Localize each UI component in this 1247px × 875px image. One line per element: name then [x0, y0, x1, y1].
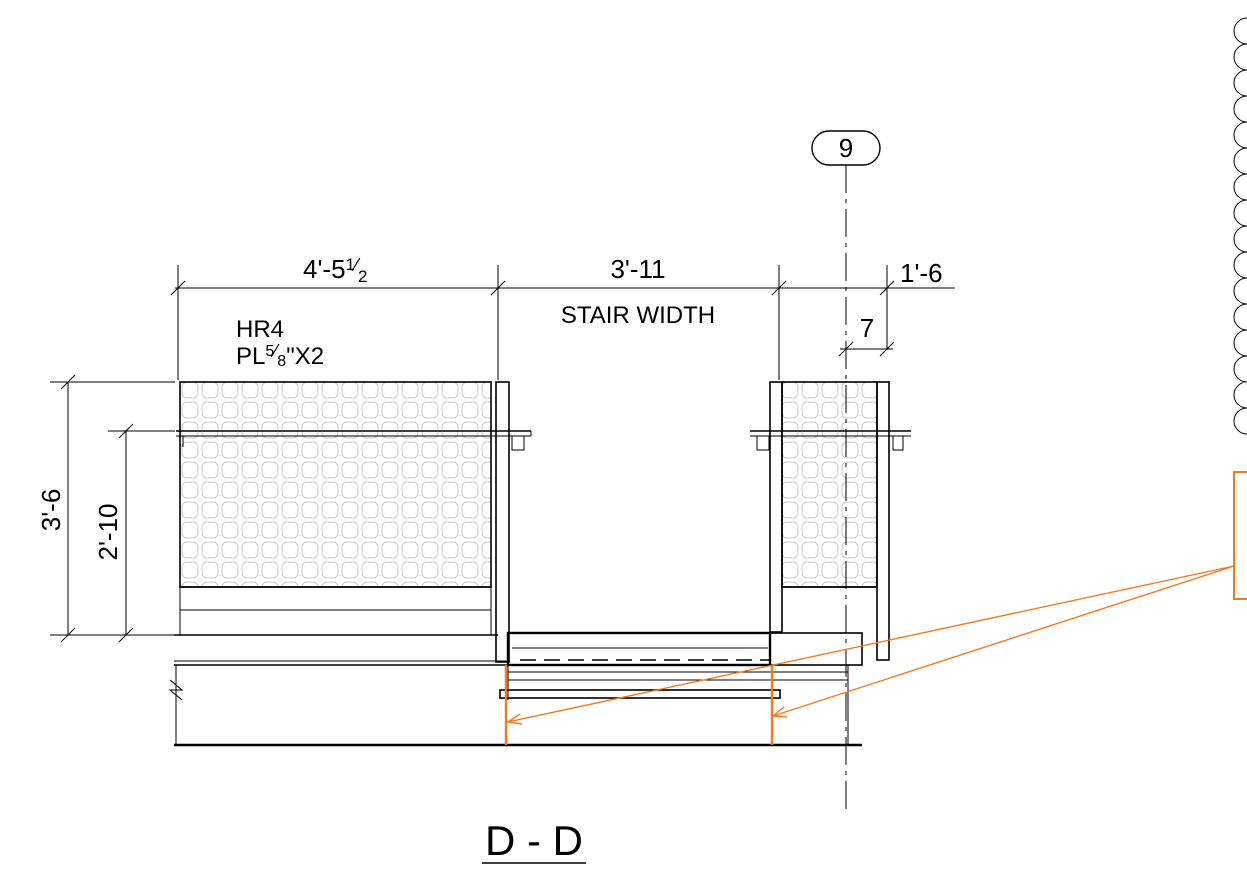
dim-right-overhang: 1'-6	[900, 258, 943, 288]
left-guardrail	[176, 381, 532, 663]
section-title: D - D	[482, 817, 586, 864]
dim-overall-height: 3'-6	[36, 489, 66, 532]
left-mesh-panel	[179, 381, 492, 588]
stair-width-note: STAIR WIDTH	[561, 302, 715, 329]
top-dimension-chain: 4'-51⁄2 3'-11 STAIR WIDTH 1'-6 7	[170, 254, 955, 380]
dim-right-offset: 7	[860, 313, 874, 343]
dim-left-run: 4'-51⁄2	[303, 254, 368, 286]
plate-spec: PL5⁄8"X2	[236, 341, 324, 370]
vertical-dimensions: 3'-6 2'-10	[36, 374, 175, 643]
revision-cloud	[1233, 17, 1247, 435]
dim-handrail-height: 2'-10	[93, 503, 123, 560]
right-mesh-panel	[781, 381, 878, 588]
rail-label: HR4 PL5⁄8"X2	[236, 316, 324, 370]
grid-bubble-label: 9	[839, 133, 853, 163]
rail-mark: HR4	[236, 316, 284, 343]
floor-and-tread	[168, 631, 863, 747]
right-guardrail	[750, 381, 911, 661]
grid-line-9: 9	[811, 130, 881, 815]
grid-bubble	[811, 130, 881, 166]
section-title-text: D - D	[485, 817, 583, 864]
dim-stair-width: 3'-11	[610, 254, 665, 284]
orange-callout	[504, 471, 1247, 745]
